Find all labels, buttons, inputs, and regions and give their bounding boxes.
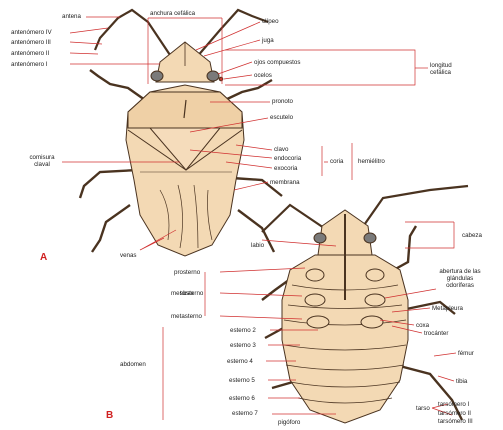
leg-a-front-right: [225, 80, 272, 100]
label-esterno-4: esterno 4: [227, 358, 253, 365]
eye-a-left: [151, 71, 163, 81]
leg-b-front-right: [390, 226, 416, 272]
label-metapleura: Metapleura: [432, 305, 463, 312]
label-tibia: tibia: [456, 378, 467, 385]
label-antenomero-ii: antenómero II: [11, 50, 49, 57]
label-tarsomero-ii: tarsómero II: [438, 410, 471, 417]
label-clavo: clavo: [274, 146, 288, 153]
label-labio: labio: [251, 242, 264, 249]
label-prosterno: prosterno: [174, 269, 200, 276]
leg-a-hind-left: [92, 205, 130, 252]
label-coxa: coxa: [416, 322, 429, 329]
label-abdomen: abdomen: [120, 361, 146, 368]
label-pronoto: pronoto: [272, 98, 293, 105]
label-coria: coria: [330, 158, 343, 165]
label-mesosterno: mesosterno: [171, 290, 203, 297]
label-esterno-7: esterno 7: [232, 410, 258, 417]
label-esterno-6: esterno 6: [229, 395, 255, 402]
antenna-b-left: [262, 205, 327, 232]
label-tarsomero-i: tarsómero I: [438, 401, 469, 408]
label-venas: venas: [120, 252, 137, 259]
label-antenomero-iv: antenómero IV: [11, 29, 52, 36]
label-esterno-3: esterno 3: [230, 342, 256, 349]
label-trocanter: trocánter: [424, 330, 448, 337]
label-femur: fémur: [458, 350, 474, 357]
label-esterno-2: esterno 2: [230, 327, 256, 334]
label-metasterno: metasterno: [171, 313, 202, 320]
label-membrana: membrana: [270, 179, 300, 186]
label-tarso: tarso: [416, 405, 430, 412]
label-comisura-claval: comisura claval: [24, 154, 60, 168]
eye-b-left: [314, 233, 326, 243]
label-ocelos: ocelos: [254, 72, 272, 79]
label-esterno-5: esterno 5: [229, 377, 255, 384]
label-cabeza: cabeza: [462, 232, 482, 239]
label-abertura: abertura de las glándulas odoríferas: [436, 268, 484, 289]
label-tarsomero-iii: tarsómero III: [438, 418, 473, 425]
panel-label-a: A: [40, 252, 47, 263]
label-antenomero-i: antenómero I: [11, 61, 47, 68]
label-antena: antena: [62, 13, 81, 20]
label-juga: juga: [262, 37, 274, 44]
label-ojos-compuestos: ojos compuestos: [254, 59, 300, 66]
label-escutelo: escutelo: [270, 114, 293, 121]
label-endocoria: endocoria: [274, 155, 301, 162]
leg-a-front-left: [90, 70, 145, 100]
label-clipeo: clípeo: [262, 18, 279, 25]
panel-label-b: B: [106, 410, 113, 421]
label-anchura-cefalica: anchura cefálica: [150, 10, 195, 17]
label-longitud-cefalica: longitud cefálica: [430, 62, 470, 76]
eye-a-right: [207, 71, 219, 81]
label-exocoria: exocoria: [274, 165, 297, 172]
eye-b-right: [364, 233, 376, 243]
leg-a-mid-left: [80, 170, 138, 198]
label-antenomero-iii: antenómero III: [11, 39, 51, 46]
label-hemielitro: hemiélitro: [358, 158, 385, 165]
